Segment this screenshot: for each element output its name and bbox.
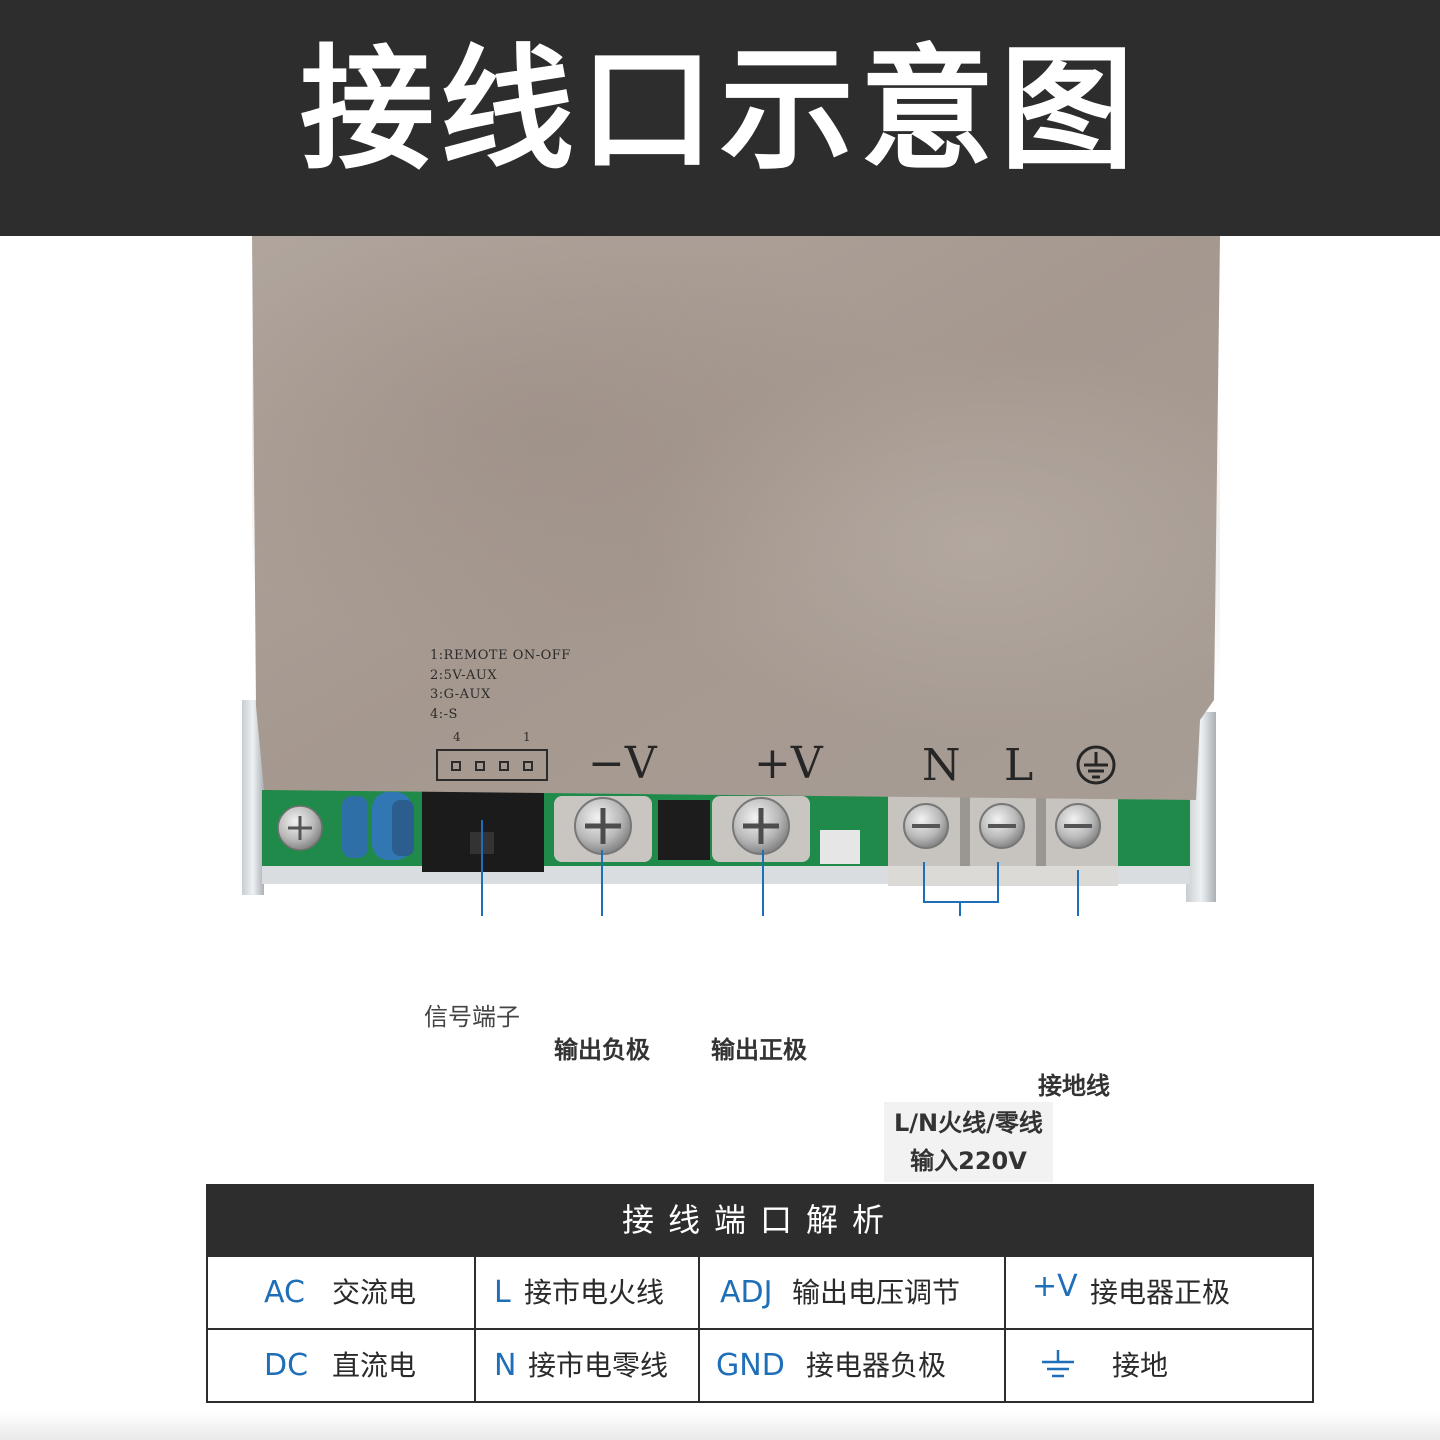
callout-ac-input: L/N火线/零线 输入220V (884, 1102, 1053, 1182)
table-cell: N 接市电零线 (474, 1330, 698, 1401)
table-cell: ADJ 输出电压调节 (698, 1257, 1004, 1328)
callout-output-positive: 输出正极 (711, 1036, 807, 1064)
table-row: AC 交流电 L 接市电火线 ADJ 输出电压调节 +V 接电器正极 (208, 1257, 1312, 1328)
signal-pin-frame (436, 749, 548, 781)
cell-desc: 接电器负极 (806, 1349, 947, 1382)
page-title: 接线口示意图 (299, 32, 1140, 188)
cell-code: ADJ (720, 1275, 773, 1310)
ground-icon (1042, 1350, 1074, 1378)
terminal-neg (554, 796, 652, 862)
pin-number-right: 1 (523, 730, 531, 744)
pin-number-left: 4 (453, 730, 461, 744)
cell-code: N (494, 1348, 517, 1383)
cell-desc: 接市电零线 (528, 1349, 669, 1382)
terminal-label-pos-v: +V (754, 738, 823, 789)
table-title: 接线端口解析 (206, 1184, 1314, 1257)
table-cell: 接地 (1004, 1330, 1312, 1401)
table-grid: AC 交流电 L 接市电火线 ADJ 输出电压调节 +V 接电器正极 DC 直流… (206, 1257, 1314, 1403)
callout-ac-input-line2: 输入220V (910, 1147, 1027, 1175)
table-cell: +V 接电器正极 (1004, 1257, 1312, 1328)
cell-desc: 交流电 (332, 1276, 417, 1309)
table-cell: AC 交流电 (208, 1257, 474, 1328)
callout-ac-input-line1: L/N火线/零线 (894, 1109, 1043, 1137)
table-row: DC 直流电 N 接市电零线 GND 接电器负极 (208, 1328, 1312, 1401)
cell-desc: 接市电火线 (524, 1276, 665, 1309)
cell-code: GND (716, 1348, 785, 1383)
bottom-shadow (0, 1412, 1440, 1440)
signal-pin-line: 2:5V-AUX (430, 667, 498, 683)
table-cell: L 接市电火线 (474, 1257, 698, 1328)
signal-pin-legend: 1:REMOTE ON-OFF 2:5V-AUX 3:G-AUX 4:-S (430, 646, 571, 724)
terminal-pos (712, 796, 810, 862)
callout-signal-terminal: 信号端子 (424, 1003, 520, 1031)
cell-code: AC (264, 1275, 305, 1310)
cell-desc: 输出电压调节 (792, 1276, 961, 1309)
ground-symbol-printed (1076, 745, 1116, 785)
header-bar: 接线口示意图 (0, 0, 1440, 236)
terminal-label-l: L (1004, 740, 1034, 791)
cell-desc: 接电器正极 (1090, 1276, 1231, 1309)
terminal-label-neg-v: −V (588, 738, 657, 789)
cell-desc: 接地 (1112, 1349, 1169, 1382)
cell-desc: 直流电 (332, 1349, 417, 1382)
ac-terminal-block (888, 796, 1118, 886)
callout-output-negative: 输出负极 (554, 1036, 650, 1064)
callout-ground-wire: 接地线 (1038, 1072, 1110, 1100)
signal-pin-line: 4:-S (430, 706, 458, 722)
port-legend-table: 接线端口解析 AC 交流电 L 接市电火线 ADJ 输出电压调节 +V 接电器正… (206, 1184, 1314, 1403)
cell-code: DC (264, 1348, 309, 1383)
terminal-label-n: N (922, 740, 961, 791)
table-cell: DC 直流电 (208, 1330, 474, 1401)
cell-code: L (494, 1275, 511, 1310)
signal-pin-line: 3:G-AUX (430, 687, 491, 702)
signal-pin-line: 1:REMOTE ON-OFF (430, 648, 571, 663)
power-supply-photo (242, 236, 1220, 916)
capacitor (342, 796, 368, 858)
cell-code: +V (1032, 1269, 1078, 1304)
table-cell: GND 接电器负极 (698, 1330, 1004, 1401)
